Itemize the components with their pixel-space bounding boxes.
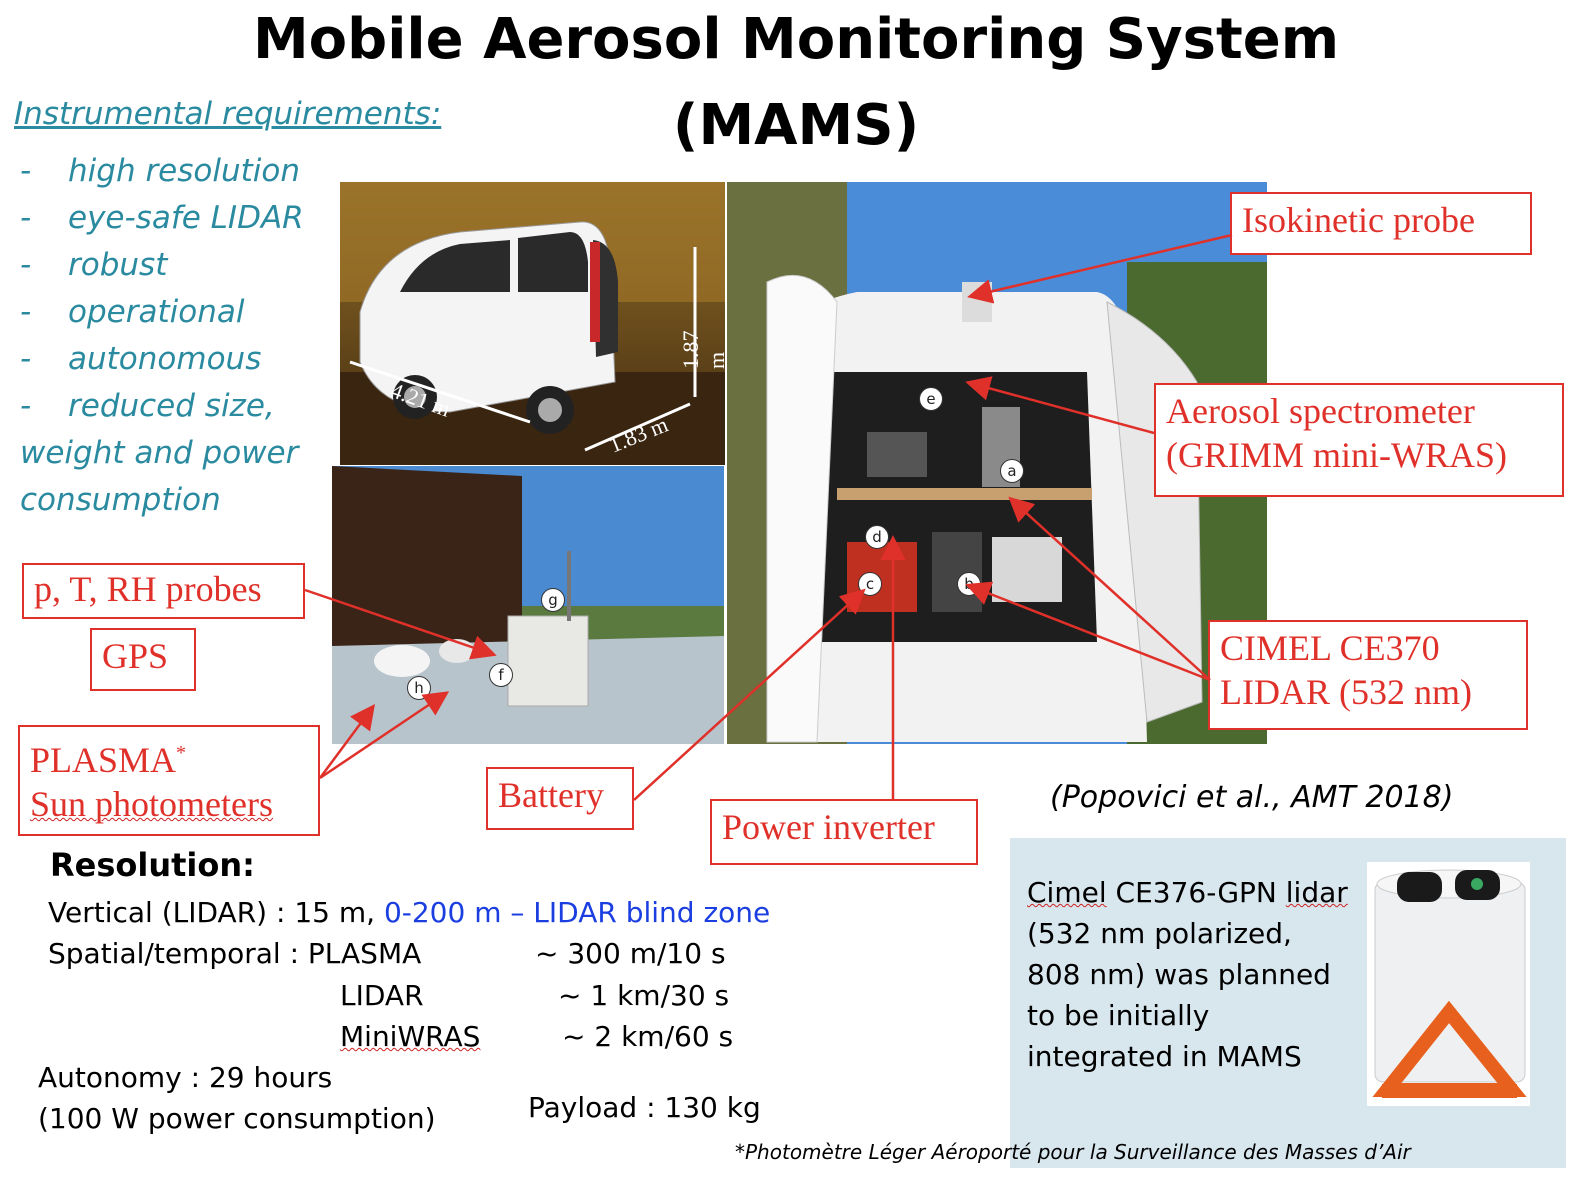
cimel-lidar-photo xyxy=(1367,862,1530,1106)
marker-a: a xyxy=(1000,459,1024,483)
marker-g: g xyxy=(541,588,565,612)
req-item: -operational xyxy=(20,294,245,330)
label-aerosol-spectrometer: Aerosol spectrometer(GRIMM mini-WRAS) xyxy=(1154,383,1564,497)
resolution-spatial-label: Spatial/temporal : PLASMA xyxy=(48,937,422,970)
resolution-lidar-value: ~ 1 km/30 s xyxy=(558,979,730,1012)
req-item: -reduced size, xyxy=(20,388,275,424)
resolution-heading: Resolution: xyxy=(50,846,255,884)
citation: (Popovici et al., AMT 2018) xyxy=(1050,780,1454,815)
label-probes: p, T, RH probes xyxy=(22,563,305,619)
requirements-heading: Instrumental requirements: xyxy=(14,96,442,132)
cimel-note-text: Cimel CE376-GPN lidar (532 nm polarized,… xyxy=(1027,876,1348,1073)
label-gps: GPS xyxy=(90,628,196,691)
resolution-lidar-label: LIDAR xyxy=(340,979,424,1012)
footnote: *Photomètre Léger Aéroporté pour la Surv… xyxy=(735,1140,1411,1164)
requirements-list: -high resolution -eye-safe LIDAR -robust… xyxy=(20,148,340,524)
arrow-lidar xyxy=(965,581,1211,682)
resolution-miniwras-label: MiniWRAS xyxy=(340,1020,481,1053)
label-power-inverter: Power inverter xyxy=(710,799,978,865)
req-item: -robust xyxy=(20,247,168,283)
arrow-plasma-1 xyxy=(318,703,375,779)
marker-e: e xyxy=(919,387,943,411)
req-item-tail: weight and power xyxy=(20,435,299,471)
arrow-plasma-2 xyxy=(319,691,450,780)
arrow-shelf xyxy=(1008,496,1211,681)
resolution-vertical: Vertical (LIDAR) : 15 m, 0-200 m – LIDAR… xyxy=(48,896,771,929)
power-consumption: (100 W power consumption) xyxy=(38,1102,436,1135)
req-item-tail: consumption xyxy=(20,482,221,518)
label-battery: Battery xyxy=(486,767,634,830)
payload: Payload : 130 kg xyxy=(528,1091,761,1124)
req-item: -high resolution xyxy=(20,153,301,189)
req-item: -eye-safe LIDAR xyxy=(20,200,304,236)
title-line-2: (MAMS) xyxy=(672,93,920,158)
arrow-battery xyxy=(633,588,866,801)
arrow-aerosol xyxy=(965,376,1155,435)
arrow-isokinetic xyxy=(967,233,1233,304)
marker-f: f xyxy=(489,663,513,687)
resolution-miniwras-value: ~ 2 km/60 s xyxy=(562,1020,734,1053)
label-plasma: PLASMA*Sun photometers xyxy=(18,725,320,836)
arrow-probes xyxy=(304,588,497,660)
label-isokinetic-probe: Isokinetic probe xyxy=(1230,192,1532,255)
photo-van-exterior: 4.21 m 1.83 m 1.87 m xyxy=(340,182,725,465)
req-item: -autonomous xyxy=(20,341,262,377)
resolution-plasma-value: ~ 300 m/10 s xyxy=(535,937,726,970)
title-line-1: Mobile Aerosol Monitoring System xyxy=(252,7,1340,72)
photo-van-roof xyxy=(332,466,724,744)
autonomy: Autonomy : 29 hours xyxy=(38,1061,333,1094)
